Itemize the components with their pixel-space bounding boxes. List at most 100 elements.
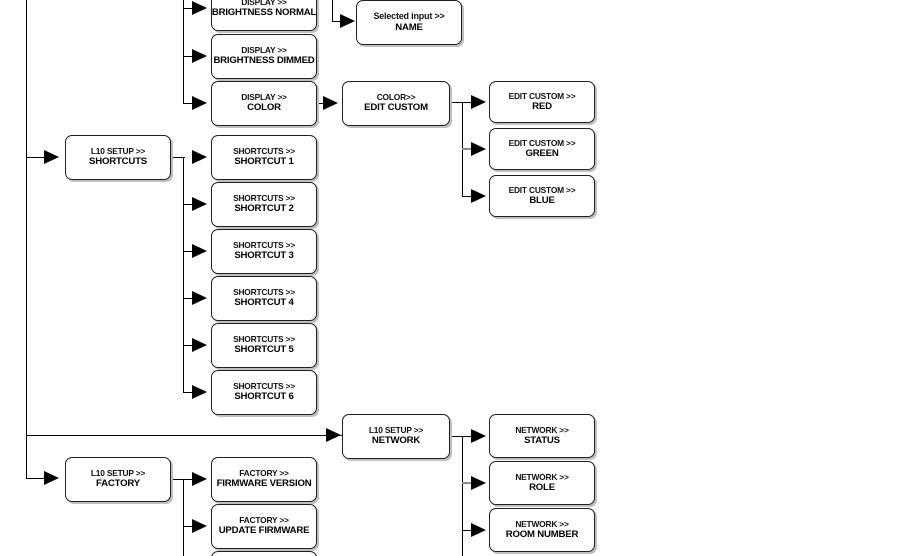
connector-shortcuts-branch [183, 157, 185, 393]
node-label-secondary: SHORTCUT 2 [234, 203, 294, 215]
connector-br11 [462, 196, 473, 198]
node-label-secondary: BRIGHTNESS DIMMED [213, 55, 315, 67]
node-edit-custom-green[interactable]: EDIT CUSTOM >>GREEN [489, 128, 595, 170]
connector-br16 [183, 526, 194, 528]
connector-trunk-to-shortcuts [26, 157, 46, 159]
connector-br12 [462, 436, 473, 438]
node-shortcuts-shortcut-6[interactable]: SHORTCUTS >>SHORTCUT 6 [211, 370, 317, 415]
node-label-secondary: SHORTCUT 1 [234, 156, 294, 168]
node-edit-custom-red[interactable]: EDIT CUSTOM >>RED [489, 81, 595, 123]
connector-br1 [183, 8, 194, 10]
node-display-color[interactable]: DISPLAY >>COLOR [211, 81, 317, 126]
node-label-primary: DISPLAY >> [241, 92, 287, 103]
node-shortcuts-shortcut-4[interactable]: SHORTCUTS >>SHORTCUT 4 [211, 276, 317, 321]
node-label-secondary: NAME [395, 21, 423, 33]
node-factory-partial-bottom[interactable] [211, 551, 317, 556]
node-label-secondary: SHORTCUT 6 [234, 391, 294, 403]
node-label-secondary: FACTORY [96, 478, 140, 490]
node-label-primary: SHORTCUTS >> [233, 240, 295, 251]
node-label-secondary: SHORTCUT 3 [234, 250, 294, 262]
connector-br4 [183, 204, 194, 206]
connector-display-branch [183, 0, 185, 104]
arrow-setup-factory-icon [44, 471, 59, 485]
node-label-secondary: SHORTCUT 4 [234, 297, 294, 309]
connector-selected-input-stem [332, 0, 334, 22]
node-label-primary: EDIT CUSTOM >> [508, 90, 576, 101]
connector-network-branch [462, 436, 464, 556]
node-color-edit-custom[interactable]: COLOR>>EDIT CUSTOM [342, 81, 450, 126]
node-shortcuts-shortcut-1[interactable]: SHORTCUTS >>SHORTCUT 1 [211, 135, 317, 180]
arrow-selected-input-icon [340, 14, 355, 28]
node-label-primary: FACTORY >> [239, 515, 289, 526]
node-edit-custom-blue[interactable]: EDIT CUSTOM >>BLUE [489, 175, 595, 217]
node-label-primary: SHORTCUTS >> [233, 146, 295, 157]
node-selected-input-name[interactable]: Selected input >>NAME [356, 0, 462, 45]
node-shortcuts-shortcut-5[interactable]: SHORTCUTS >>SHORTCUT 5 [211, 323, 317, 368]
connector-factory-stem [171, 479, 185, 481]
connector-br15 [183, 479, 194, 481]
node-factory-firmware-version[interactable]: FACTORY >>FIRMWARE VERSION [211, 457, 317, 502]
connector-shortcuts-stem [171, 157, 185, 159]
connector-br2 [183, 56, 194, 58]
node-label-secondary: SHORTCUT 5 [234, 344, 294, 356]
node-label-secondary: COLOR [247, 102, 281, 114]
node-label-secondary: SHORTCUTS [89, 156, 147, 168]
arrow-shortcut-2-icon [192, 197, 207, 211]
node-l10-setup-shortcuts[interactable]: L10 SETUP >>SHORTCUTS [65, 135, 171, 180]
node-label-primary: L10 SETUP >> [90, 468, 146, 479]
arrow-network-status-icon [471, 429, 486, 443]
arrow-color-edit-custom-icon [323, 96, 338, 110]
node-label-primary: EDIT CUSTOM >> [508, 137, 576, 148]
node-display-brightness-normal[interactable]: DISPLAY >>BRIGHTNESS NORMAL [211, 0, 317, 31]
node-network-status[interactable]: NETWORK >>STATUS [489, 414, 595, 458]
connector-main-trunk [26, 0, 28, 478]
connector-trunk-to-factory [26, 478, 46, 480]
node-shortcuts-shortcut-2[interactable]: SHORTCUTS >>SHORTCUT 2 [211, 182, 317, 227]
node-label-secondary: ROOM NUMBER [505, 528, 579, 540]
connector-br9 [462, 102, 473, 104]
node-display-brightness-dimmed[interactable]: DISPLAY >>BRIGHTNESS DIMMED [211, 34, 317, 79]
connector-factory-branch [183, 479, 185, 556]
node-label-primary: DISPLAY >> [241, 45, 287, 56]
connector-br14 [462, 530, 473, 532]
node-label-primary: L10 SETUP >> [90, 146, 146, 157]
node-label-primary: SHORTCUTS >> [233, 193, 295, 204]
arrow-shortcut-3-icon [192, 244, 207, 258]
connector-br7 [183, 345, 194, 347]
node-factory-update-firmware[interactable]: FACTORY >>UPDATE FIRMWARE [211, 504, 317, 549]
arrow-edit-custom-red-icon [471, 95, 486, 109]
node-network-role[interactable]: NETWORK >>ROLE [489, 461, 595, 505]
node-label-secondary: NETWORK [371, 435, 421, 447]
node-label-secondary: STATUS [524, 434, 560, 446]
node-label-primary: DISPLAY >> [241, 0, 287, 8]
connector-br6 [183, 298, 194, 300]
arrow-setup-shortcuts-icon [44, 150, 59, 164]
connector-gray-role-stub [462, 482, 472, 484]
arrow-shortcut-1-icon [192, 150, 207, 164]
node-label-primary: L10 SETUP >> [368, 425, 424, 436]
node-label-primary: Selected input >> [373, 10, 445, 21]
arrow-firmware-version-icon [192, 472, 207, 486]
arrow-edit-custom-blue-icon [471, 189, 486, 203]
arrow-update-firmware-icon [192, 519, 207, 533]
node-label-secondary: BRIGHTNESS NORMAL [211, 7, 317, 19]
node-label-primary: NETWORK >> [515, 518, 569, 529]
node-label-primary: SHORTCUTS >> [233, 287, 295, 298]
arrow-brightness-normal-icon [192, 1, 207, 15]
node-label-primary: FACTORY >> [239, 468, 289, 479]
arrow-network-room-icon [471, 523, 486, 537]
node-label-secondary: RED [532, 100, 552, 112]
connector-gray-green-stub [462, 148, 472, 150]
node-label-primary: SHORTCUTS >> [233, 334, 295, 345]
arrow-setup-network-icon [326, 428, 341, 442]
connector-color-to-custom [450, 102, 464, 104]
node-network-room-number[interactable]: NETWORK >>ROOM NUMBER [489, 508, 595, 552]
node-l10-setup-network[interactable]: L10 SETUP >>NETWORK [342, 414, 450, 459]
connector-br5 [183, 251, 194, 253]
node-label-primary: SHORTCUTS >> [233, 381, 295, 392]
node-shortcuts-shortcut-3[interactable]: SHORTCUTS >>SHORTCUT 3 [211, 229, 317, 274]
node-label-primary: COLOR>> [376, 92, 416, 103]
connector-network-stem [450, 436, 464, 438]
node-l10-setup-factory[interactable]: L10 SETUP >>FACTORY [65, 457, 171, 502]
